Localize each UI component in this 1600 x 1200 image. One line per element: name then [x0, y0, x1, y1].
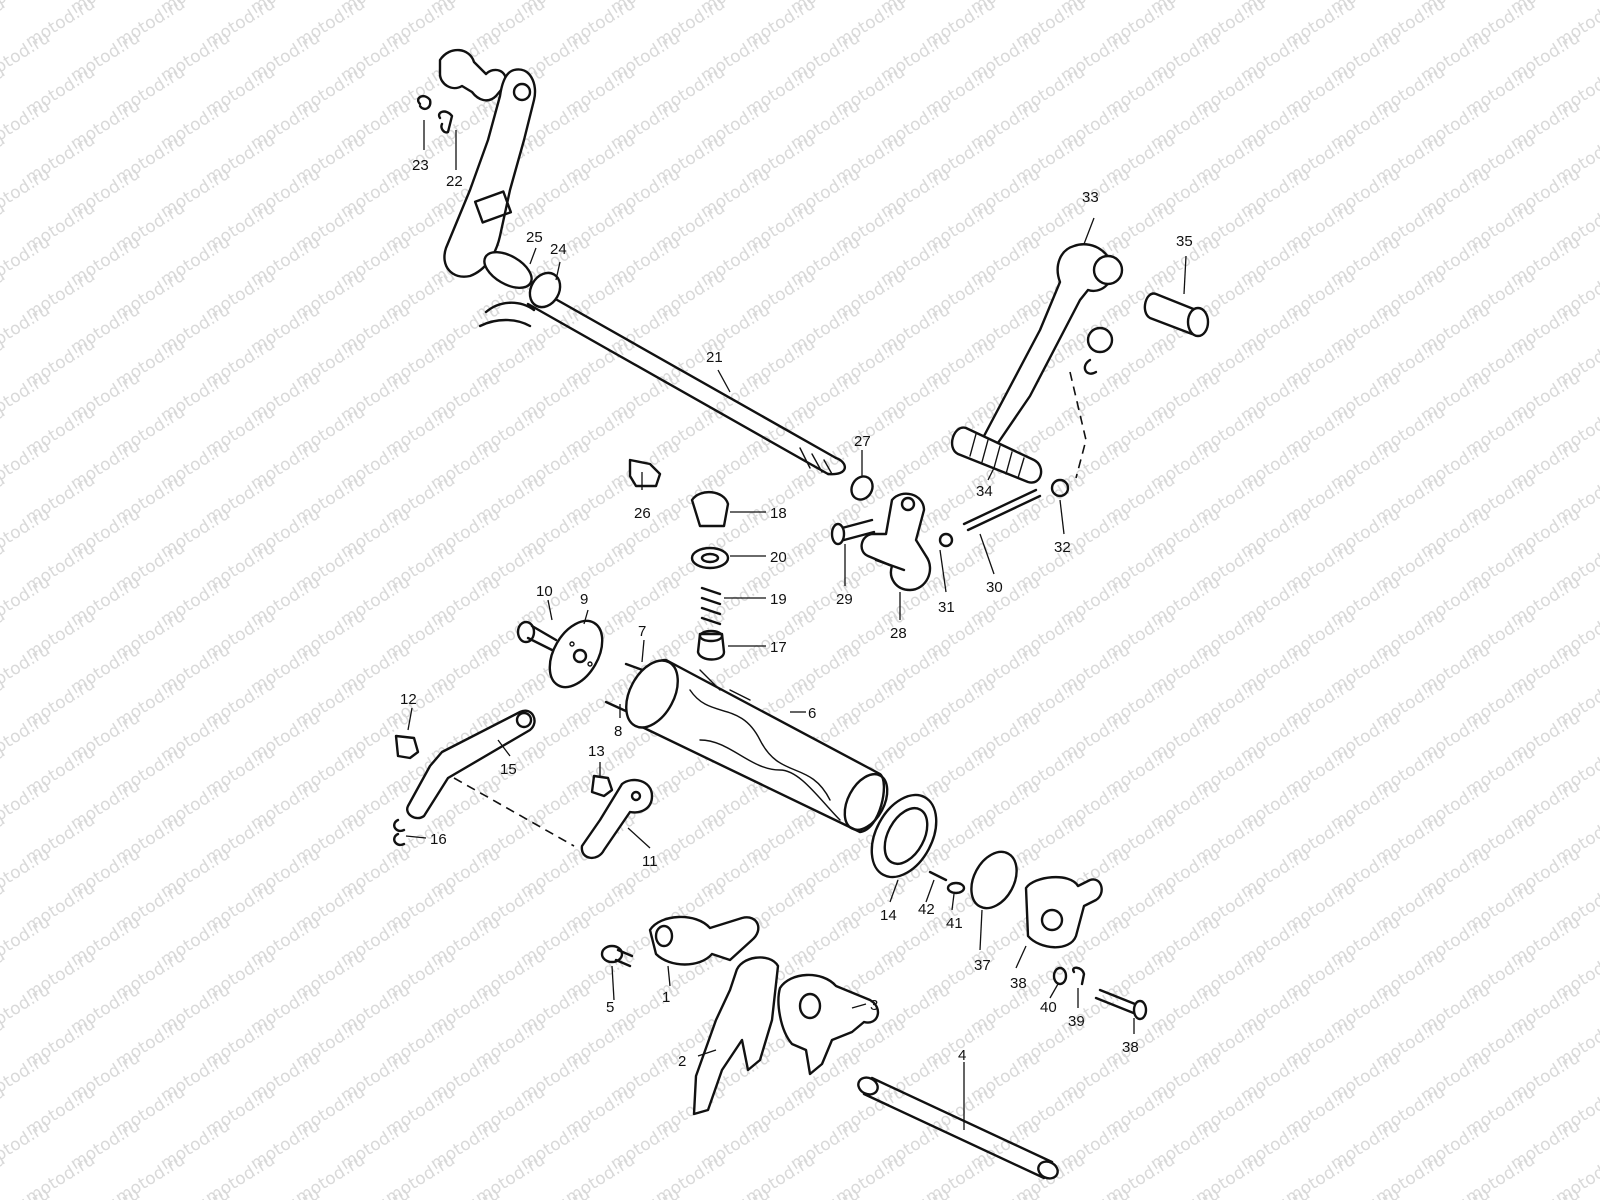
callout-21: 21	[706, 349, 723, 366]
callout-5: 5	[606, 999, 614, 1016]
bolt-38	[1094, 988, 1148, 1021]
callout-16: 16	[430, 831, 447, 848]
watermark-text: motod.ru	[67, 1184, 144, 1200]
watermark-text: motod.ru	[1507, 1184, 1584, 1200]
shift-fork-2	[692, 956, 780, 1116]
watermark-text: motod.ru	[877, 1184, 954, 1200]
callout-4: 4	[958, 1047, 966, 1064]
watermark-text: motod.ru	[1417, 1184, 1494, 1200]
callout-38-bolt: 38	[1122, 1039, 1139, 1056]
callout-37: 37	[974, 957, 991, 974]
shift-shaft	[478, 251, 846, 476]
bolt-13	[590, 774, 614, 798]
callout-30: 30	[986, 579, 1003, 596]
callout-41: 41	[946, 915, 963, 932]
watermark-text: motod.ru	[157, 1184, 234, 1200]
shift-drum-6	[625, 658, 889, 834]
bolt-5	[600, 944, 634, 968]
watermark-text: motod.ru	[1327, 1184, 1404, 1200]
stopper-parts-15-20-19-17	[690, 491, 730, 661]
callout-labels: 23 22 25 24 21 27 26 18 20 19 17 29 28 3…	[400, 157, 1193, 1070]
callout-33: 33	[1082, 189, 1099, 206]
watermark-text: motod.ru	[517, 1184, 594, 1200]
shift-cam-driven-15	[406, 709, 536, 820]
pedal-bolt-35	[1143, 292, 1210, 338]
callout-39: 39	[1068, 1013, 1085, 1030]
callout-7: 7	[638, 623, 646, 640]
callout-32: 32	[1054, 539, 1071, 556]
watermark-text: motod.ru	[697, 1184, 774, 1200]
callout-27: 27	[854, 433, 871, 450]
link-rod-30	[938, 478, 1070, 548]
callout-14: 14	[880, 907, 897, 924]
watermark-text: motod.ru	[0, 0, 54, 18]
bearing-14	[870, 793, 938, 879]
plug-26	[628, 458, 662, 488]
callout-12: 12	[400, 691, 417, 708]
gearshift-lever	[982, 243, 1124, 449]
leader-lines	[405, 120, 1187, 1130]
callout-3: 3	[870, 997, 878, 1014]
callout-38: 38	[1010, 975, 1027, 992]
callout-18: 18	[770, 505, 787, 522]
bolt-12	[394, 734, 420, 760]
callout-25: 25	[526, 229, 543, 246]
arm-28	[860, 492, 932, 592]
shift-shaft-arm	[438, 48, 537, 278]
circlip-22-23	[416, 94, 454, 134]
callout-6: 6	[808, 705, 816, 722]
pedal-rubber-34	[950, 426, 1043, 484]
washers-40-39	[1052, 966, 1086, 986]
pawl-guide-line	[453, 777, 575, 847]
callout-34: 34	[976, 483, 993, 500]
watermark-text: motod.ru	[247, 1184, 324, 1200]
bolt-29	[830, 518, 876, 546]
callout-11: 11	[642, 853, 658, 870]
watermark-text: motod.ru	[1237, 1184, 1314, 1200]
callout-29: 29	[836, 591, 853, 608]
callout-24: 24	[550, 241, 567, 258]
pawl-11	[580, 778, 654, 859]
callout-17: 17	[770, 639, 787, 656]
gasket-37	[970, 850, 1018, 910]
shift-fork-1	[648, 915, 760, 966]
fork-shaft-4	[857, 1076, 1059, 1180]
watermark-text: motod.ru	[427, 1184, 504, 1200]
callout-1: 1	[662, 989, 670, 1006]
bolt-10	[516, 620, 558, 652]
callout-9: 9	[580, 591, 588, 608]
cam-plate-9	[548, 619, 604, 689]
callout-42: 42	[918, 901, 935, 918]
callout-26: 26	[634, 505, 651, 522]
callout-22: 22	[446, 173, 463, 190]
pedal-link-guide	[1069, 371, 1087, 479]
callout-10: 10	[536, 583, 553, 600]
callout-8: 8	[614, 723, 622, 740]
pin-42-41	[928, 870, 966, 895]
watermark-text: motod.ru	[0, 0, 9, 52]
callout-19: 19	[770, 591, 787, 608]
watermark-text: motod.ru	[787, 1184, 864, 1200]
callout-15b: 15	[500, 761, 517, 778]
callout-31: 31	[938, 599, 955, 616]
watermark-text: motod.ru	[607, 1184, 684, 1200]
watermark-text: motod.ru	[967, 1184, 1044, 1200]
spring-16	[393, 818, 406, 847]
callout-23: 23	[412, 157, 429, 174]
callout-35: 35	[1176, 233, 1193, 250]
callout-13: 13	[588, 743, 605, 760]
watermark-text: motod.ru	[1147, 1184, 1224, 1200]
callout-40: 40	[1040, 999, 1057, 1016]
circlip-27	[850, 475, 874, 501]
callout-28: 28	[890, 625, 907, 642]
housing-38	[1024, 875, 1103, 949]
watermark-text: motod.ru	[337, 1184, 414, 1200]
watermark-text: motod.ru	[1057, 1184, 1134, 1200]
callout-2: 2	[678, 1053, 686, 1070]
shift-fork-3	[777, 973, 880, 1076]
callout-20: 20	[770, 549, 787, 566]
